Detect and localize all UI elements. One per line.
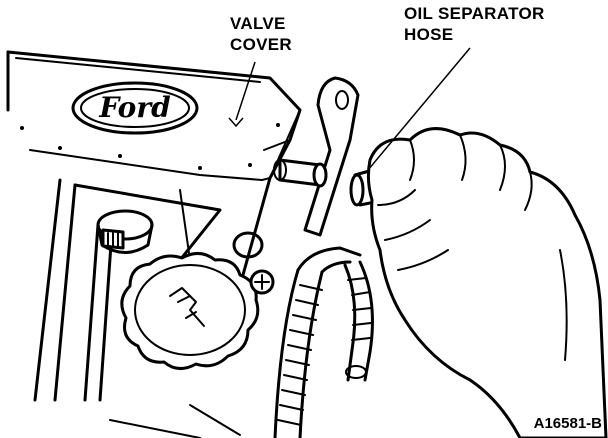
- figure-id: A16581-B: [534, 415, 603, 432]
- valve-cover-label-line-1: VALVE: [230, 14, 286, 33]
- second-hose: [343, 260, 374, 382]
- corrugated-hose: [273, 246, 362, 438]
- hose-clamp-fitting: [232, 231, 275, 295]
- cap-on-tube: [96, 209, 154, 254]
- valve-cover-leader-line: [235, 61, 256, 121]
- ford-logo-text: Ford: [98, 91, 170, 124]
- oil-separator-hose-label-line-1: OIL SEPARATOR: [404, 4, 545, 23]
- valve-cover: [6, 50, 302, 302]
- ford-logo: Ford: [71, 81, 199, 135]
- hand: [366, 127, 608, 438]
- bracket: [303, 76, 360, 237]
- valve-cover-label-line-2: COVER: [230, 35, 292, 54]
- tube-fitting: [273, 158, 328, 188]
- engine-body: [33, 178, 241, 438]
- oil-separator-hose-label-line-2: HOSE: [404, 25, 453, 44]
- oil-filler-cap: [120, 252, 260, 370]
- valve-cover-leader-tick: [228, 117, 244, 128]
- dipstick-tube: [83, 223, 114, 402]
- oil-separator-hose-leader-line: [367, 47, 471, 171]
